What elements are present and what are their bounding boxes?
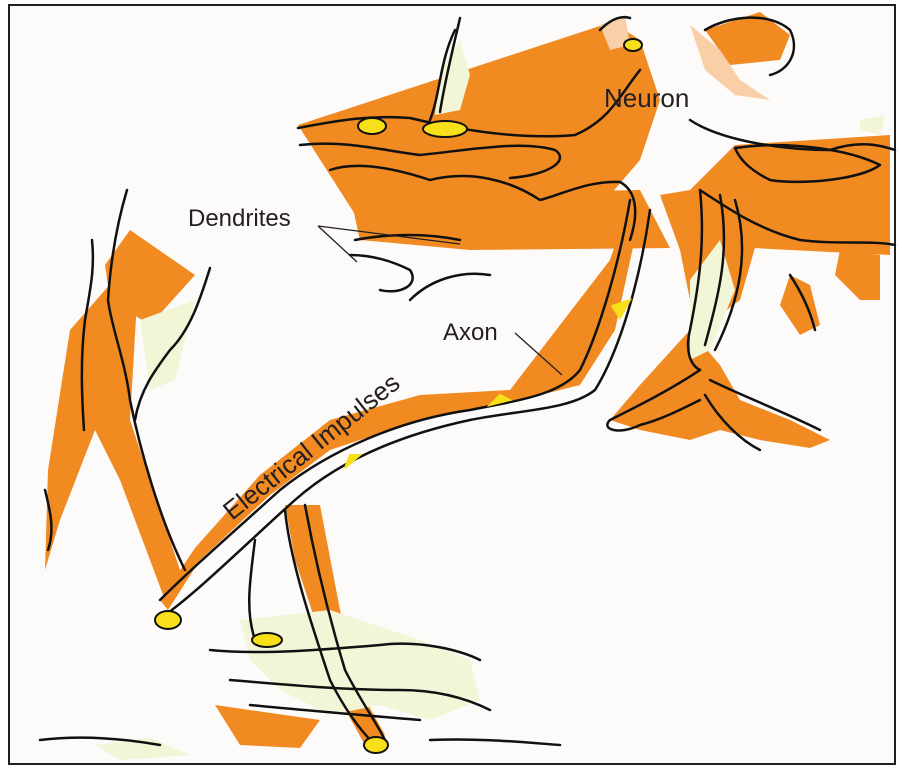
- terminal-bottom-3: [364, 737, 388, 753]
- upper-arm: [525, 185, 630, 245]
- terminal-bottom-2: [252, 633, 282, 647]
- dendrites-label: Dendrites: [188, 205, 291, 232]
- terminal-top-1: [358, 118, 386, 134]
- terminal-bottom-1: [155, 611, 181, 629]
- axon-label: Axon: [443, 319, 498, 346]
- terminal-top-2: [423, 121, 467, 137]
- terminal-top-3: [624, 39, 642, 51]
- neuron-label: Neuron: [604, 83, 689, 113]
